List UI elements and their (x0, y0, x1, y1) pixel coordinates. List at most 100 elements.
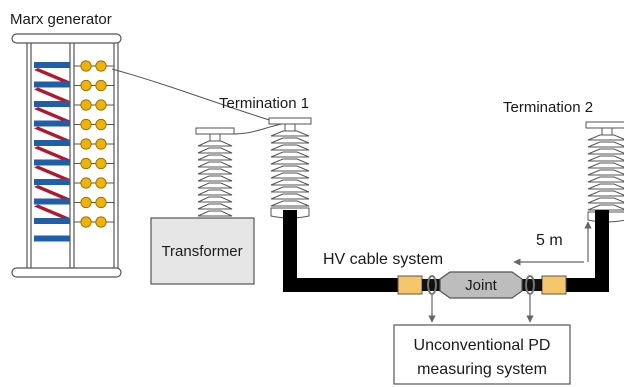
marx-sphere-gap (80, 216, 92, 228)
pd-sensor-left (427, 275, 437, 295)
marx-generator: Marx generator (10, 11, 122, 278)
marx-sphere-gap (80, 118, 92, 131)
insulator-shed (270, 193, 310, 200)
marx-resistor-blue (34, 81, 70, 88)
insulator-shed (270, 137, 310, 144)
insulator-shed (197, 154, 233, 161)
termination-2-label: Termination 2 (503, 99, 593, 116)
marx-stages (34, 60, 114, 242)
insulator-shed (197, 161, 233, 168)
marx-lead-wire (111, 68, 283, 125)
marx-resistor-blue (34, 62, 70, 68)
insulator-shed (587, 169, 624, 176)
insulator-shed (587, 204, 624, 211)
marx-resistor-blue (34, 101, 70, 107)
marx-sphere-gap (95, 216, 107, 228)
pd-sensor-right (525, 275, 535, 295)
marx-sphere-gap (95, 196, 107, 209)
insulator-shed (197, 182, 233, 189)
hv-cable-system-label: HV cable system (323, 251, 443, 268)
marx-resistor-blue (34, 235, 70, 242)
insulator-shed (587, 197, 624, 204)
insulator-shed (270, 179, 310, 186)
marx-resistor-blue (34, 159, 70, 166)
marx-sphere-gap (80, 196, 92, 209)
termination-2: Termination 2 (503, 99, 624, 223)
insulator-shed (197, 210, 233, 217)
transformer: Transformer (150, 127, 255, 285)
marx-bottom-plate (11, 267, 122, 278)
insulator-cap (195, 127, 235, 135)
marx-resistor-red (34, 204, 70, 220)
insulator-shed (587, 141, 624, 148)
marx-sphere-gap (95, 60, 107, 72)
insulator-shed (587, 190, 624, 197)
cable-sleeve-right (541, 275, 567, 295)
insulator-shed (587, 148, 624, 155)
insulator-shed (270, 130, 310, 137)
marx-resistor-blue (34, 140, 70, 146)
marx-sphere-gap (80, 79, 92, 92)
marx-sphere-gap (95, 157, 107, 170)
insulator-neck (209, 133, 221, 142)
cable-left-section (283, 210, 398, 292)
hv-cable: Joint (283, 210, 609, 299)
termination-1-insulator (268, 117, 312, 219)
transformer-bushing (195, 127, 235, 217)
insulator-shed (197, 140, 233, 147)
marx-top-plate (11, 33, 122, 44)
insulator-shed (270, 151, 310, 158)
marx-resistor-red (34, 87, 70, 103)
cable-core-left (422, 279, 440, 291)
termination-1-label: Termination 1 (219, 95, 309, 112)
insulator-shed (197, 168, 233, 175)
insulator-shed (587, 155, 624, 162)
marx-sphere-gap (95, 79, 107, 92)
distance-label: 5 m (536, 232, 563, 249)
marx-resistor-red (34, 107, 70, 123)
insulator-shed (270, 158, 310, 165)
insulator-neck (601, 127, 613, 136)
marx-sphere-gap (95, 99, 107, 111)
insulator-shed (270, 172, 310, 179)
marx-resistor-blue (34, 198, 70, 205)
marx-resistor-red (34, 126, 70, 142)
marx-generator-label: Marx generator (10, 11, 112, 28)
transformer-lead-wire (229, 123, 283, 135)
marx-sphere-gap (95, 138, 107, 150)
transformer-label: Transformer (161, 243, 242, 260)
insulator-shed (270, 144, 310, 151)
marx-resistor-red (34, 185, 70, 201)
insulator-shed (197, 175, 233, 182)
insulator-shed (197, 147, 233, 154)
termination-2-insulator (585, 121, 624, 223)
marx-resistor-blue (34, 120, 70, 127)
marx-sphere-gap (80, 138, 92, 150)
marx-sphere-gap (80, 177, 92, 189)
pd-measuring-system: Unconventional PD measuring system (393, 324, 571, 385)
marx-resistor-blue (34, 179, 70, 185)
marx-resistor-blue (34, 218, 70, 224)
insulator-shed (197, 203, 233, 210)
joint-label: Joint (465, 277, 498, 294)
pd-system-label-line1: Unconventional PD (414, 337, 551, 354)
transformer-tank (150, 217, 255, 285)
insulator-neck (284, 123, 296, 132)
marx-sphere-gap (80, 157, 92, 170)
insulator-shed (587, 134, 624, 141)
insulator-shed (587, 176, 624, 183)
termination-1: Termination 1 (219, 95, 312, 219)
cable-joint (439, 271, 523, 299)
marx-sphere-gap (80, 99, 92, 111)
cable-sleeve-left (397, 275, 423, 295)
insulator-shed (270, 200, 310, 207)
insulator-shed (587, 162, 624, 169)
insulator-shed (587, 183, 624, 190)
insulator-shed (270, 165, 310, 172)
marx-sphere-gap (80, 60, 92, 72)
marx-resistor-red (34, 68, 70, 84)
pd-system-label-line2: measuring system (417, 361, 547, 378)
insulator-shed (197, 196, 233, 203)
marx-resistor-red (34, 165, 70, 181)
